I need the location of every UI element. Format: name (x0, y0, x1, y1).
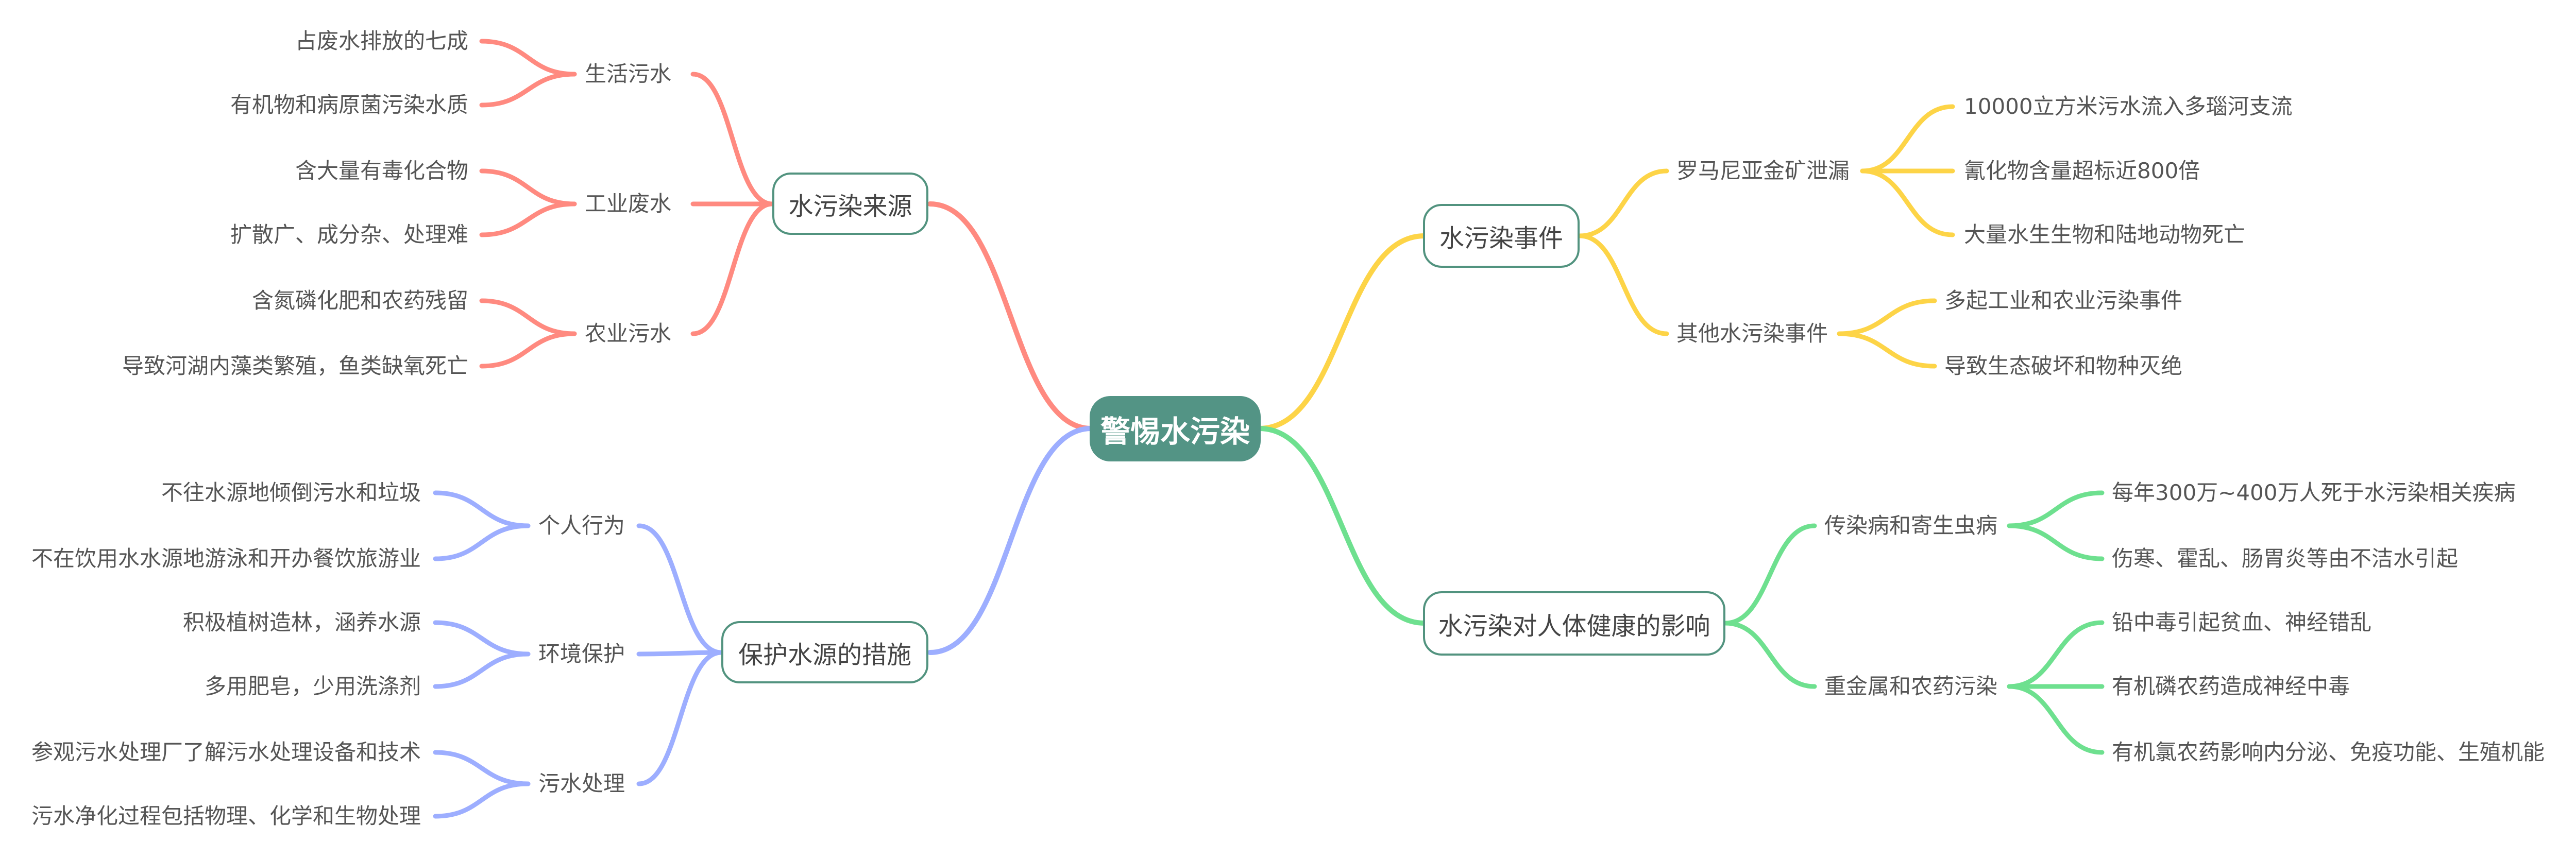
leaf-item[interactable]: 不在饮用水水源地游泳和开办餐饮旅游业 (31, 546, 421, 571)
connector-line (1837, 298, 1937, 336)
topic-label: 水污染来源 (788, 192, 912, 221)
leaf-item[interactable]: 不往水源地倾倒污水和垃圾 (161, 480, 421, 505)
leaf-item[interactable]: 扩散广、成分杂、处理难 (230, 222, 468, 247)
subtopic-personal-behavior[interactable]: 个人行为 (538, 513, 625, 538)
connector-line (1723, 523, 1817, 626)
connector-line (433, 620, 531, 657)
leaf-item[interactable]: 伤寒、霍乱、肠胃炎等由不洁水引起 (2112, 546, 2459, 571)
leaf-item[interactable]: 导致河湖内藻类繁殖，鱼类缺氧死亡 (122, 353, 468, 379)
topic-health[interactable]: 水污染对人体健康的影响 (1423, 591, 1725, 656)
leaf-item[interactable]: 含氮磷化肥和农药残留 (251, 288, 468, 313)
leaf-item[interactable]: 有机磷农药造成神经中毒 (2112, 674, 2350, 699)
connector-line (479, 168, 577, 207)
subtopic-other-events[interactable]: 其他水污染事件 (1676, 321, 1828, 346)
leaf-item[interactable]: 参观污水处理厂了解污水处理设备和技术 (31, 740, 421, 765)
topic-sources[interactable]: 水污染来源 (772, 173, 928, 235)
subtopic-sewage-treatment[interactable]: 污水处理 (538, 771, 625, 796)
connector-line (1860, 104, 1955, 174)
leaf-item[interactable]: 氰化物含量超标近800倍 (1964, 158, 2200, 183)
subtopic-romania-mine-leak[interactable]: 罗马尼亚金矿泄漏 (1676, 158, 1850, 183)
connector-line (927, 426, 1094, 655)
connector-line (927, 201, 1094, 431)
leaf-item[interactable]: 10000立方米污水流入多瑙河支流 (1964, 94, 2293, 119)
topic-measures[interactable]: 保护水源的措施 (721, 621, 928, 683)
leaf-item[interactable]: 污水净化过程包括物理、化学和生物处理 (31, 803, 421, 829)
connector-line (1860, 168, 1955, 237)
topic-label: 水污染对人体健康的影响 (1438, 611, 1710, 641)
subtopic-heavy-metals-pesticides[interactable]: 重金属和农药污染 (1824, 674, 1998, 699)
root-label: 警惕水污染 (1100, 414, 1250, 449)
connector-line (433, 781, 531, 819)
connector-line (2007, 490, 2105, 528)
subtopic-environment-protection[interactable]: 环境保护 (538, 641, 625, 666)
leaf-item[interactable]: 铅中毒引起贫血、神经错乱 (2112, 610, 2372, 635)
leaf-item[interactable]: 积极植树造林，涵养水源 (182, 610, 421, 635)
root-node[interactable]: 警惕水污染 (1090, 396, 1261, 461)
connector-line (1577, 168, 1669, 238)
connector-line (479, 298, 577, 336)
connector-line (433, 750, 531, 786)
leaf-item[interactable]: 导致生态破坏和物种灭绝 (1944, 353, 2183, 379)
topic-label: 水污染事件 (1439, 224, 1563, 253)
leaf-item[interactable]: 大量水生生物和陆地动物死亡 (1964, 222, 2246, 247)
leaf-item[interactable]: 每年300万~400万人死于水污染相关疾病 (2112, 480, 2516, 505)
connector-line (479, 201, 577, 237)
leaf-item[interactable]: 含大量有毒化合物 (295, 158, 468, 183)
connector-line (636, 523, 724, 655)
connector-line (2007, 523, 2105, 561)
connector-line (1577, 233, 1669, 336)
connector-line (433, 523, 531, 561)
connector-line (1257, 233, 1427, 431)
connector-line (2007, 620, 2105, 689)
connector-line (690, 72, 775, 207)
subtopic-industrial-wastewater[interactable]: 工业废水 (585, 191, 672, 216)
connector-line (479, 331, 577, 369)
subtopic-infectious-diseases[interactable]: 传染病和寄生虫病 (1824, 513, 1998, 538)
connector-line (2007, 684, 2105, 755)
connector-line (1257, 426, 1427, 626)
leaf-item[interactable]: 有机物和病原菌污染水质 (230, 92, 468, 117)
connector-line (433, 651, 531, 689)
leaf-item[interactable]: 多用肥皂，少用洗涤剂 (204, 674, 421, 699)
connector-line (636, 650, 724, 657)
topic-events[interactable]: 水污染事件 (1423, 204, 1580, 268)
connector-line (479, 39, 577, 77)
leaf-item[interactable]: 有机氯农药影响内分泌、免疫功能、生殖机能 (2112, 740, 2545, 765)
connector-line (479, 72, 577, 108)
connector-line (433, 490, 531, 528)
connector-line (1837, 331, 1937, 369)
topic-label: 保护水源的措施 (738, 640, 911, 669)
subtopic-agricultural-sewage[interactable]: 农业污水 (585, 321, 672, 346)
connector-line (1723, 621, 1817, 689)
leaf-item[interactable]: 多起工业和农业污染事件 (1944, 288, 2183, 313)
connector-line (690, 201, 775, 336)
connector-line (636, 650, 724, 786)
subtopic-domestic-sewage[interactable]: 生活污水 (585, 61, 672, 87)
leaf-item[interactable]: 占废水排放的七成 (295, 28, 468, 54)
